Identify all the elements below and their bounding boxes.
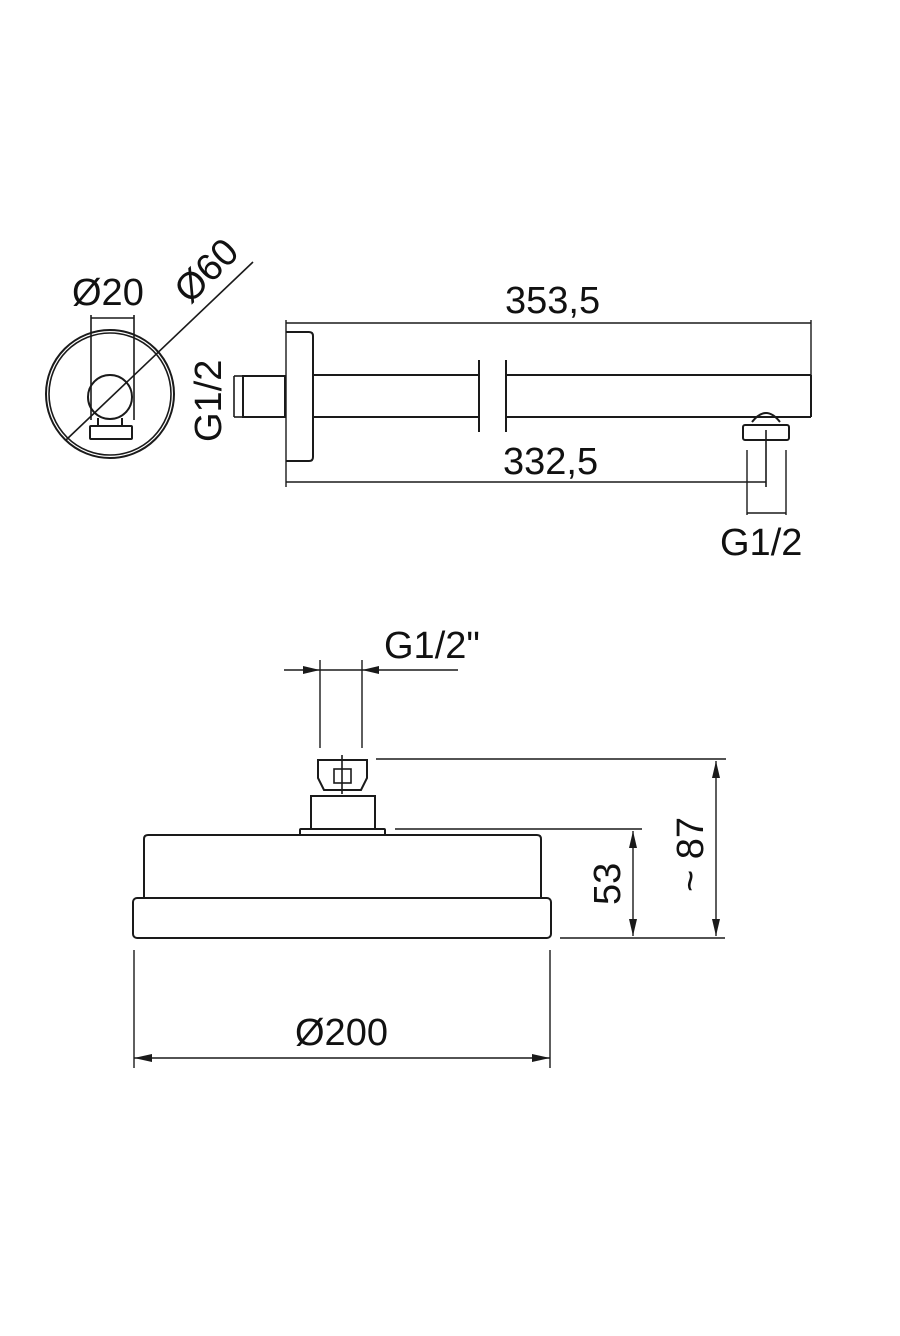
outlet-distance-label: 332,5 — [503, 441, 598, 483]
connection-thread-label: G1/2" — [384, 625, 480, 667]
overall-length-label: 353,5 — [505, 280, 600, 322]
total-height-label: ~ 87 — [670, 817, 712, 892]
shower-head-view: G1/2" 53 ~ 87 Ø200 — [132, 625, 726, 1068]
outlet-thread-label: G1/2 — [720, 522, 802, 564]
diameter-label: Ø200 — [295, 1012, 388, 1054]
body-height-label: 53 — [587, 863, 629, 905]
wall-thread-label: G1/2 — [188, 360, 230, 442]
inner-diameter-label: Ø20 — [72, 272, 144, 314]
outer-diameter-label: Ø60 — [167, 231, 247, 311]
arm-side-view: G1/2 353,5 332,5 G1/2 — [188, 280, 812, 564]
